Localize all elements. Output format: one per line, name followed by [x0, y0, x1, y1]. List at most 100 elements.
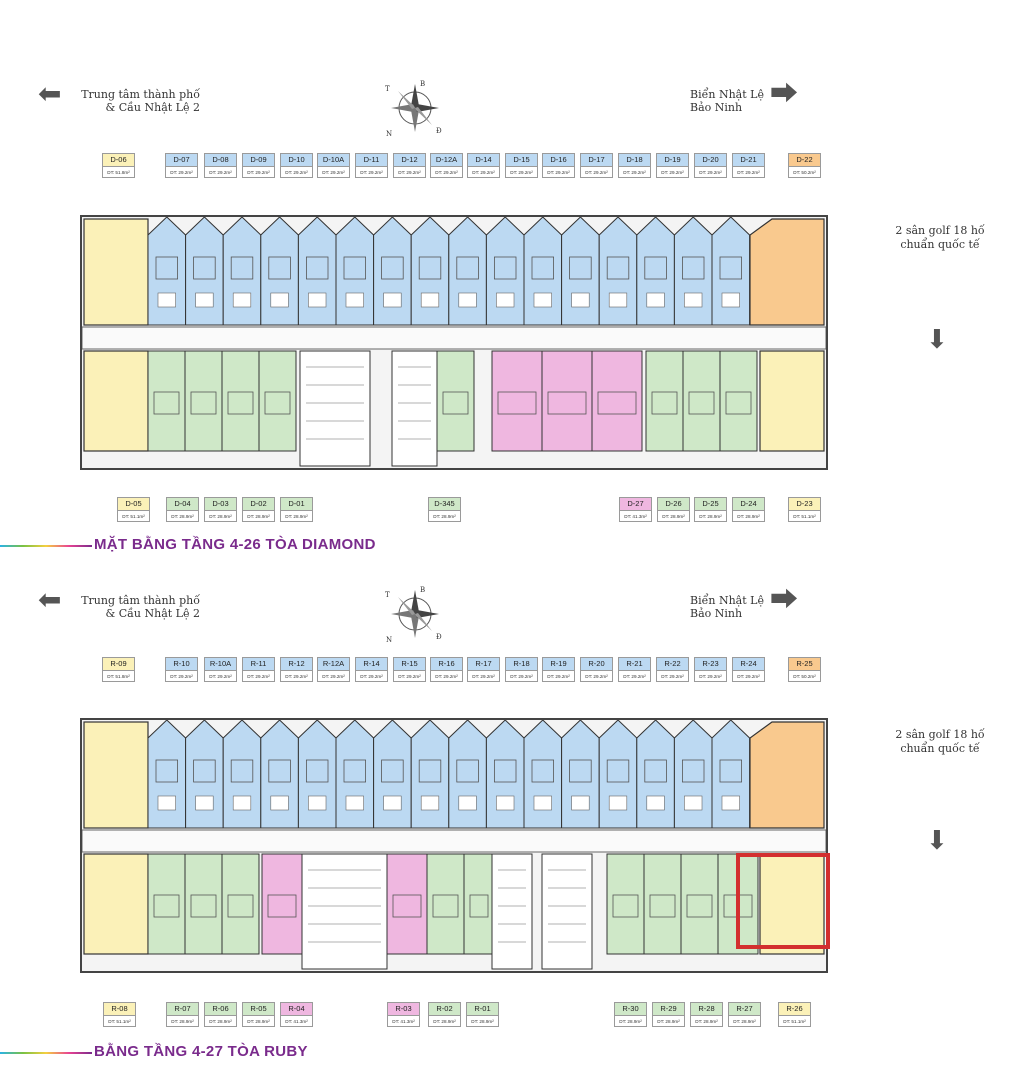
unit-area: DT: 29.2m² — [322, 170, 345, 175]
unit-area: DT: 28.9m² — [247, 1019, 270, 1024]
diamond-corridor — [81, 326, 827, 350]
diamond-unit-corner-top-left — [83, 218, 149, 326]
unit-area: DT: 29.2m² — [472, 674, 495, 679]
unit-area: DT: 28.9m² — [471, 1019, 494, 1024]
unit-code: R-01 — [467, 1003, 498, 1016]
ruby-unit-bottom — [147, 853, 186, 955]
unit-code: R-15 — [394, 658, 425, 671]
unit-area: DT: 28.9m² — [433, 514, 456, 519]
unit-code: R-24 — [733, 658, 764, 671]
diamond-unit-bottom — [682, 350, 721, 452]
ruby-floor-plan — [80, 718, 828, 973]
compass-e: Đ — [436, 633, 442, 641]
ruby-bath — [608, 795, 628, 811]
unit-area: DT: 28.9m² — [733, 1019, 756, 1024]
golf-line1: 2 sân golf 18 hố — [895, 224, 985, 237]
ruby-unit-bottom — [680, 853, 719, 955]
diamond-bath — [646, 292, 665, 308]
diamond-unit-top — [673, 216, 713, 326]
unit-area: DT: 29.2m² — [585, 170, 608, 175]
diamond-bath — [684, 292, 703, 308]
diamond-bed — [644, 256, 667, 280]
ruby-bed — [493, 759, 517, 783]
ruby-unit-bottom — [606, 853, 645, 955]
unit-code: R-19 — [543, 658, 574, 671]
unit-area: DT: 29.2m² — [435, 674, 458, 679]
diamond-unit-bottom — [436, 350, 475, 452]
diamond-bath — [383, 292, 402, 308]
ruby-unit-top — [410, 719, 450, 829]
unit-area: DT: 29.2m² — [170, 674, 193, 679]
diamond-unit-top — [485, 216, 525, 326]
unit-area: DT: 29.2m² — [398, 170, 421, 175]
unit-area: DT: 28.9m² — [285, 514, 308, 519]
unit-code: D-17 — [581, 154, 612, 167]
ruby-bed — [719, 759, 743, 783]
ruby-core — [301, 853, 388, 970]
diamond-bed — [155, 256, 179, 280]
compass-n: B — [420, 586, 425, 594]
unit-code: D-20 — [695, 154, 726, 167]
unit-area: DT: 29.2m² — [699, 170, 722, 175]
compass-icon: B Đ T N — [385, 80, 442, 138]
unit-area: DT: 29.2m² — [699, 674, 722, 679]
diamond-bed — [725, 391, 752, 415]
ruby-bath — [270, 795, 289, 811]
ruby-bath — [195, 795, 214, 811]
unit-area: DT: 29.2m² — [360, 674, 383, 679]
diamond-unit-top — [185, 216, 224, 326]
unit-code: D-26 — [658, 498, 689, 511]
unit-code: R-02 — [429, 1003, 460, 1016]
ruby-bath — [571, 795, 590, 811]
ruby-bed — [612, 894, 639, 918]
unit-area: DT: 29.2m² — [472, 170, 495, 175]
unit-code: R-12A — [318, 658, 349, 671]
unit-code: R-06 — [205, 1003, 236, 1016]
unit-area: DT: 29.2m² — [435, 170, 458, 175]
ruby-bed — [193, 759, 216, 783]
unit-code: D-02 — [243, 498, 274, 511]
unit-code: R-30 — [615, 1003, 646, 1016]
diamond-bath — [270, 292, 289, 308]
ruby-bed — [343, 759, 367, 783]
compass-s: N — [386, 636, 392, 644]
unit-area: DT: 29.2m² — [285, 674, 308, 679]
unit-code: D-19 — [657, 154, 688, 167]
diamond-core — [299, 350, 371, 467]
arrow-right-icon: ⮕ — [770, 583, 799, 616]
direction-left-line2: & Cầu Nhật Lệ 2 — [105, 101, 200, 114]
unit-area: DT: 29.2m² — [285, 170, 308, 175]
diamond-title-line — [0, 545, 92, 547]
diamond-bed — [493, 256, 517, 280]
arrow-left-icon: ⬅ — [38, 583, 62, 616]
ruby-bath — [458, 795, 477, 811]
golf-label: 2 sân golf 18 hố chuẩn quốc tế — [885, 728, 995, 756]
unit-code: D-24 — [733, 498, 764, 511]
unit-area: DT: 51.1m² — [122, 514, 145, 519]
ruby-bed — [531, 759, 555, 783]
unit-area: DT: 29.2m² — [623, 674, 646, 679]
golf-line1: 2 sân golf 18 hố — [895, 728, 985, 741]
diamond-bed — [381, 256, 404, 280]
ruby-bed — [606, 759, 630, 783]
diamond-unit-top — [598, 216, 638, 326]
unit-area: DT: 51.1m² — [783, 1019, 806, 1024]
